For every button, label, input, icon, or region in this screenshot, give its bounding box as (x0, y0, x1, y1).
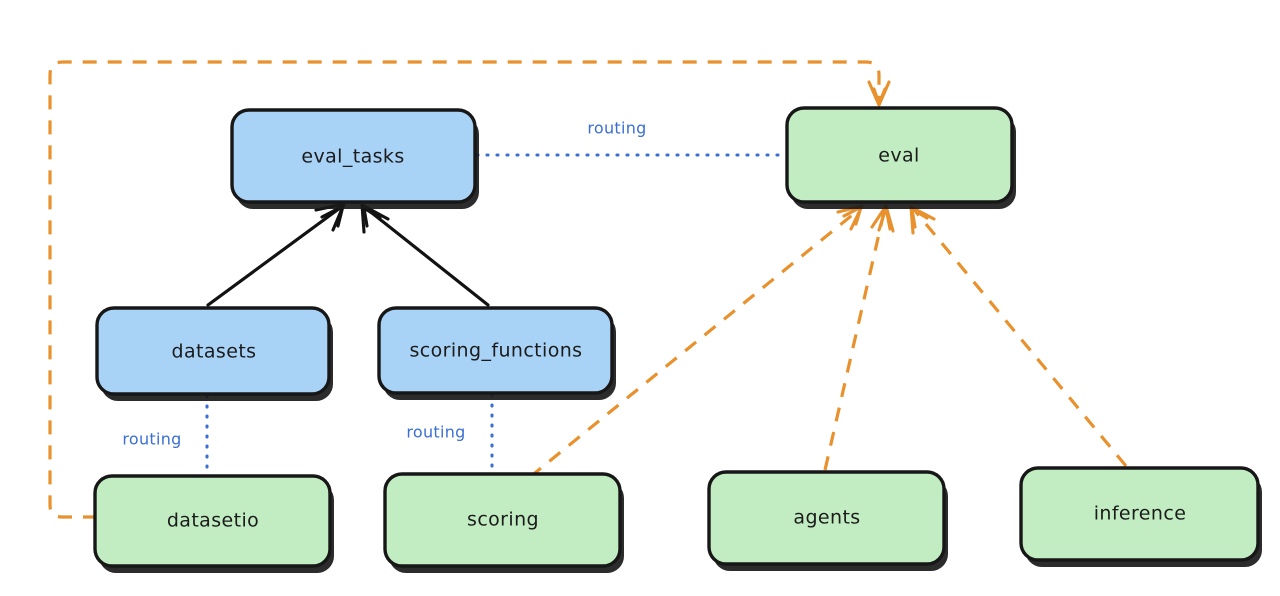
node-datasets-body[interactable] (95, 306, 331, 396)
edge-label-routing-datasetio: routing (122, 430, 181, 449)
node-datasetio[interactable]: datasetio (93, 474, 334, 573)
node-eval-label: eval (878, 145, 919, 167)
node-scoring[interactable]: scoring (383, 472, 624, 573)
edge-label-routing-scoring: routing (406, 423, 465, 442)
node-datasets-label: datasets (172, 341, 257, 363)
node-eval-tasks-body[interactable] (230, 108, 477, 204)
node-datasets[interactable]: datasets (95, 306, 333, 401)
node-scoring-label: scoring (467, 509, 539, 531)
edge-label-routing-eval: routing (587, 119, 646, 138)
node-eval-tasks[interactable]: eval_tasks (230, 108, 479, 209)
node-eval[interactable]: eval (785, 106, 1016, 209)
node-datasetio-body[interactable] (93, 474, 332, 568)
node-scoring-functions-body[interactable] (377, 306, 614, 395)
node-layer: eval_tasks eval datasets scoring_functio… (93, 106, 1262, 573)
node-scoring-functions-label: scoring_functions (410, 340, 583, 362)
node-agents-label: agents (793, 507, 860, 529)
node-agents-body[interactable] (707, 470, 946, 566)
edge-inference-to-eval (909, 205, 1128, 468)
node-eval-tasks-label: eval_tasks (301, 146, 404, 168)
node-eval-body[interactable] (785, 106, 1014, 204)
edge-datasetio-to-eval (48, 60, 891, 519)
node-inference-label: inference (1094, 503, 1187, 525)
edge-label-layer: routing routing routing (122, 119, 646, 449)
edge-agents-to-eval (823, 204, 895, 471)
edge-scoring-functions-to-eval-tasks (360, 203, 490, 307)
node-inference-body[interactable] (1019, 466, 1260, 562)
node-inference[interactable]: inference (1019, 466, 1262, 567)
edge-datasets-to-eval-tasks (206, 202, 346, 307)
node-scoring-body[interactable] (383, 472, 622, 568)
node-agents[interactable]: agents (707, 470, 948, 571)
node-datasetio-label: datasetio (167, 510, 259, 532)
node-scoring-functions[interactable]: scoring_functions (377, 306, 616, 400)
